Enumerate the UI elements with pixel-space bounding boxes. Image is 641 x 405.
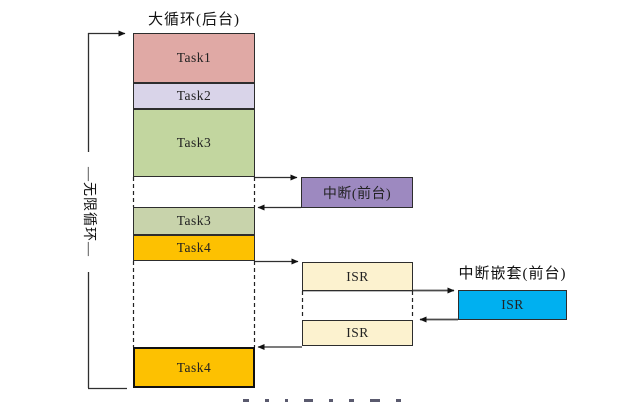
task1-label: Task1 [176, 50, 212, 65]
isr1-label: ISR [346, 268, 369, 284]
interrupt-foreground-block: 中断(前台) [301, 177, 413, 208]
task4-resumed-block: Task4 [133, 347, 255, 388]
cropped-caption-fragment [243, 399, 401, 402]
task2-block: Task2 [133, 83, 255, 109]
task2-label: Task2 [176, 88, 212, 103]
isr1-block: ISR [302, 262, 413, 291]
nested-isr-block: ISR [458, 290, 567, 320]
infinite-loop-label: —无限循环— [79, 152, 97, 272]
nested-isr-label: ISR [501, 297, 524, 312]
isr2-label: ISR [346, 325, 369, 340]
task4-resumed-label: Task4 [176, 359, 212, 375]
task3-resumed-label: Task3 [176, 213, 212, 228]
isr2-block: ISR [302, 320, 413, 346]
background-loop-title: 大循环(后台) [148, 12, 240, 28]
task3-label: Task3 [176, 135, 212, 150]
task3-block: Task3 [133, 109, 255, 177]
task1-block: Task1 [133, 33, 255, 83]
task4-label: Task4 [176, 240, 212, 255]
nested-interrupt-title: 中断嵌套(前台) [458, 266, 567, 282]
task3-resumed-block: Task3 [133, 207, 255, 235]
interrupt-foreground-label: 中断(前台) [322, 186, 392, 202]
task4-block: Task4 [133, 235, 255, 261]
